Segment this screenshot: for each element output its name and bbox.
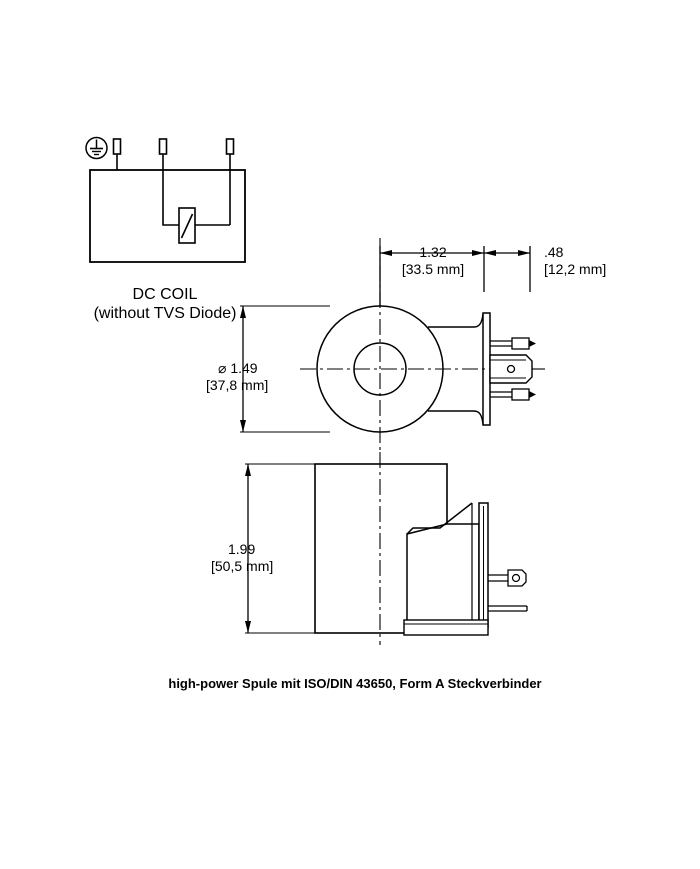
dim-connector-length-metric: [12,2 mm] [544,261,607,277]
connector-housing-wedge [406,523,480,622]
connector-base-lip [403,619,489,636]
terminal-pin-3 [225,138,235,225]
schematic-enclosure [89,169,246,263]
connector-pin-lower [490,388,536,401]
side-connector-pin-center [488,569,527,587]
dim-height-metric: [50,5 mm] [211,558,274,574]
height-dim-arrows [245,464,251,633]
coil-winding-icon [178,207,196,244]
schematic-diagram [85,136,246,263]
side-view-coil [245,452,528,645]
dim-body-length-inch: 1.32 [419,244,447,260]
dim-outer-diameter-metric: [37,8 mm] [206,377,269,393]
top-view-coil [240,238,545,450]
connector-neck-lower [428,410,484,425]
connector-neck-upper [428,313,484,328]
schematic-circuit-path [162,209,230,226]
side-connector-pin-lower [488,605,528,612]
dim-height-inch: 1.99 [228,541,256,557]
earth-ground-icon [85,136,108,160]
schematic-label-line1: DC COIL [132,286,198,303]
od-dim-arrows [240,306,246,432]
top-view-dim-arrows [380,250,530,256]
drawing-caption: high-power Spule mit ISO/DIN 43650, Form… [168,676,542,691]
dim-connector-length-inch: .48 [544,244,564,260]
connector-pin-upper [490,337,536,350]
dim-outer-diameter-inch: ⌀ 1.49 [218,360,258,376]
terminal-pin-2 [158,138,168,209]
terminal-pin-1 [112,138,122,170]
dim-body-length-metric: [33.5 mm] [401,261,465,277]
connector-body-center [489,354,545,384]
schematic-label-line2: (without TVS Diode) [93,305,237,322]
connector-housing-slope [406,502,473,535]
